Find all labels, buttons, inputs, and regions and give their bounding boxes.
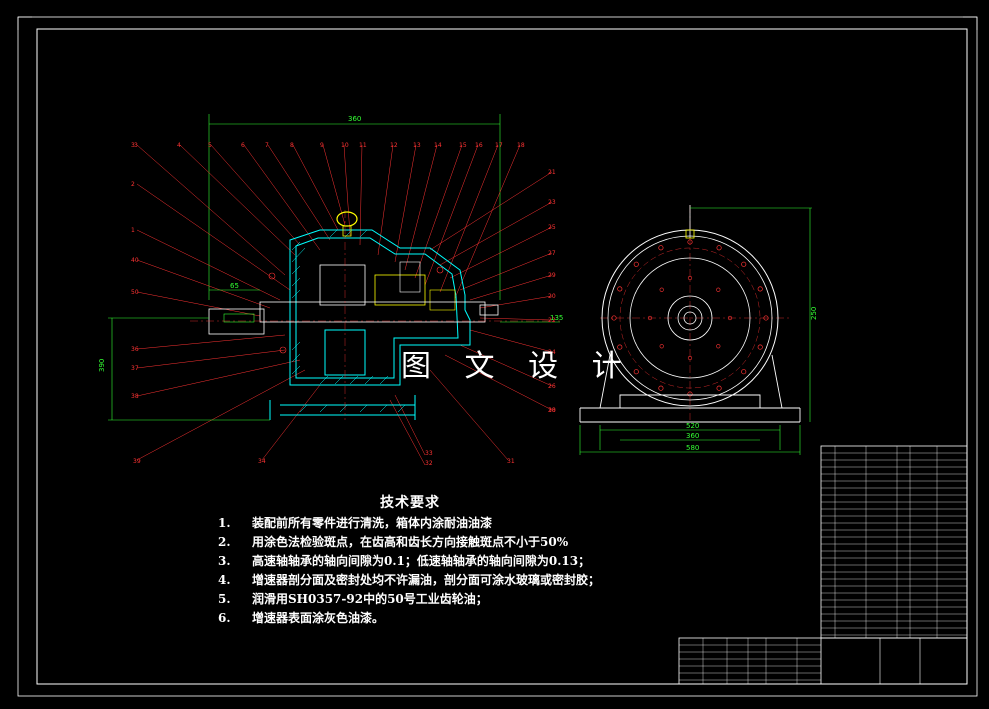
bolt-hole: [727, 315, 733, 321]
leader-number: 23: [548, 199, 556, 206]
bolt-hole: [687, 355, 693, 361]
dim-base-inner: 520: [686, 422, 699, 430]
leader-number: 37: [131, 365, 139, 372]
leader-number: 24: [548, 349, 556, 356]
bolt-hole: [716, 245, 722, 251]
leader-lines: [136, 144, 553, 466]
leader-number: 13: [413, 142, 421, 149]
leader-number: 36: [131, 346, 139, 353]
leader-number: 40: [131, 257, 139, 264]
leader-number: 9: [320, 142, 324, 149]
leader-number: 3: [134, 142, 138, 149]
requirement-item: 5.润滑用SH0357-92中的50号工业齿轮油；: [218, 592, 488, 606]
leader-number: 17: [495, 142, 503, 149]
leader-numbers-right: 21 23 25 27 29 20 22 24 26 28: [548, 169, 556, 414]
bolt-hole: [687, 275, 693, 281]
requirement-item: 6.增速器表面涂灰色油漆。: [218, 611, 385, 625]
leader-numbers-bottom: 39 34 33 32 31 30: [133, 407, 556, 467]
tech-requirements-title: 技术要求: [380, 495, 440, 511]
leader-number: 10: [341, 142, 349, 149]
leader-number: 5: [208, 142, 212, 149]
leader-number: 21: [548, 169, 556, 176]
bolt-hole: [741, 369, 747, 375]
leader-number: 50: [131, 289, 139, 296]
leader-number: 14: [434, 142, 442, 149]
bolt-hole: [716, 385, 722, 391]
leader-numbers-top: 3 4 5 6 7 8 9 10 11 12 13 14 15 16 17 18: [134, 142, 525, 149]
requirement-item: 1.装配前所有零件进行清洗，箱体内涂耐油油漆: [218, 516, 493, 530]
bolt-hole: [658, 245, 664, 251]
bolt-circle: [611, 239, 769, 397]
bolt-hole: [763, 315, 769, 321]
requirement-item: 3.高速轴轴承的轴向间隙为0.1；低速轴轴承的轴向间隙为0.13；: [218, 554, 591, 568]
leader-number: 26: [548, 383, 556, 390]
dim-shaft-length: 65: [230, 282, 239, 290]
gear-internals: [190, 210, 560, 420]
leader-number: 39: [133, 458, 141, 465]
dim-base-mid: 360: [686, 432, 699, 440]
bolt-hole: [633, 261, 639, 267]
leader-number: 18: [517, 142, 525, 149]
dim-left-height: 390: [98, 359, 106, 372]
leader-number: 2: [131, 181, 135, 188]
frame-corner-marks: [17, 16, 978, 30]
leader-number: 22: [548, 317, 556, 324]
end-view: 250 520 360 580: [579, 205, 818, 455]
leader-number: 4: [177, 142, 181, 149]
leader-number: 34: [258, 458, 266, 465]
leader-number: 7: [265, 142, 269, 149]
leader-number: 25: [548, 224, 556, 231]
leader-numbers-left: 3 2 1 40 50 36 37 38: [131, 142, 139, 400]
dim-top-width: 360: [348, 115, 361, 123]
leader-number: 8: [290, 142, 294, 149]
bolt-hole: [757, 286, 763, 292]
leader-number: 12: [390, 142, 398, 149]
title-block: [678, 637, 968, 685]
leader-number: 38: [131, 393, 139, 400]
bolt-hole: [659, 344, 664, 349]
bolt-hole: [611, 315, 617, 321]
leader-number: 16: [475, 142, 483, 149]
bolt-hole: [658, 385, 664, 391]
leader-number: 29: [548, 272, 556, 279]
bolt-hole: [659, 287, 664, 292]
dim-shaft-right: 135: [550, 314, 563, 322]
bolt-hole: [687, 391, 693, 397]
dim-base-outer: 580: [686, 444, 699, 452]
bolt-hole: [617, 344, 623, 350]
leader-number: 3: [131, 142, 135, 149]
leader-number: 32: [425, 460, 433, 467]
watermark-text: 图 文 设 计: [401, 349, 634, 384]
requirement-item: 2.用涂色法检验斑点，在齿高和齿长方向接触斑点不小于50%: [218, 535, 569, 549]
leader-number: 6: [241, 142, 245, 149]
bolt-hole: [647, 315, 653, 321]
leader-number: 33: [425, 450, 433, 457]
bolt-hole: [716, 344, 721, 349]
gearbox-housing: [269, 229, 471, 420]
dim-end-height: 250: [810, 307, 818, 320]
requirement-item: 4.增速器剖分面及密封处均不许漏油，剖分面可涂水玻璃或密封胶；: [218, 573, 601, 587]
section-hatching: [291, 229, 406, 413]
bolt-hole: [757, 344, 763, 350]
bolt-hole: [716, 287, 721, 292]
outer-border: [17, 16, 978, 697]
section-view: 360: [98, 114, 563, 467]
left-dimension-lines: [108, 289, 270, 421]
end-view-dimensions: [579, 207, 812, 455]
leader-number: 30: [548, 407, 556, 414]
bolt-hole: [741, 261, 747, 267]
bolt-hole: [633, 369, 639, 375]
leader-number: 11: [359, 142, 367, 149]
leader-number: 15: [459, 142, 467, 149]
parts-list-table: [820, 445, 968, 639]
leader-number: 20: [548, 293, 556, 300]
bolt-hole: [617, 286, 623, 292]
leader-number: 28: [548, 407, 556, 414]
leader-number: 31: [507, 458, 515, 465]
inner-border: [36, 28, 968, 685]
bolt-hole: [687, 239, 693, 245]
leader-number: 1: [131, 227, 135, 234]
leader-number: 27: [548, 250, 556, 257]
